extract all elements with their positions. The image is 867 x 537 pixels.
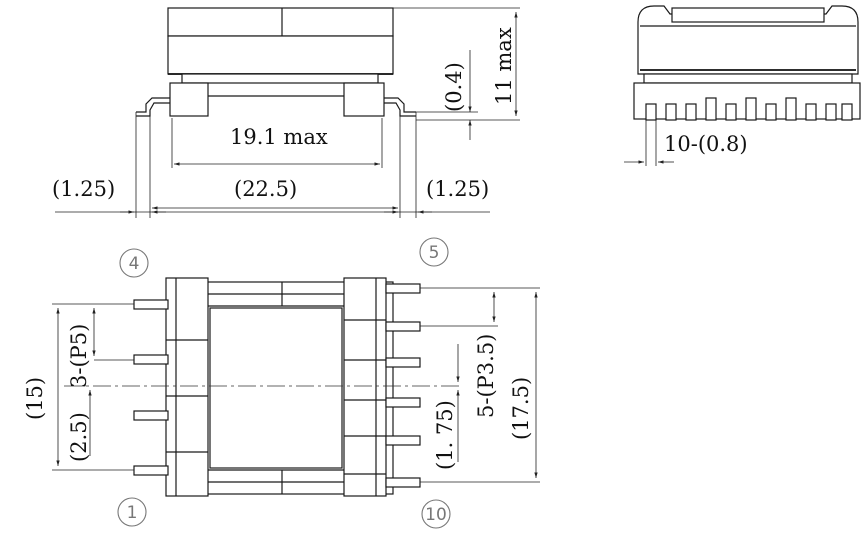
bottom-view: (15) 3-(P5) (2.5) 5-(P3.5) (1. 75) (17.5… [23, 237, 540, 529]
dim-right-offset: (1. 75) [433, 400, 457, 470]
dim-height-max: 11 max [492, 27, 516, 105]
front-view: 19.1 max (22.5) (1.25) (1.25) (0.4) 11 m… [52, 7, 520, 218]
side-core-top [671, 7, 825, 23]
bottom-right-pins [385, 283, 421, 488]
dim-width-max: 19.1 max [230, 125, 328, 149]
pin5-circle [419, 237, 449, 267]
pin5-label: 5 [429, 243, 440, 263]
bottom-left-pins [133, 299, 169, 476]
front-right-lead [384, 97, 416, 117]
side-core [637, 5, 859, 75]
dim-pin-width: 10-(0.8) [664, 132, 748, 156]
side-pins [645, 97, 853, 121]
front-body [167, 35, 394, 75]
bottom-right-bobbin [343, 277, 387, 497]
dim-left-pitch: 3-(P5) [67, 324, 91, 388]
front-left-lead [136, 97, 170, 117]
dim-standoff: (0.4) [442, 62, 466, 112]
pin10-circle [421, 499, 451, 529]
front-left-block [169, 82, 209, 117]
dim-lead-left: (1.25) [52, 177, 115, 201]
front-right-block [343, 82, 385, 117]
pin4-label: 4 [129, 254, 140, 274]
bottom-window [209, 307, 343, 469]
front-base [181, 73, 379, 84]
dim-right-span: (17.5) [509, 377, 533, 440]
dim-left-offset: (2.5) [67, 412, 91, 462]
side-view: 10-(0.8) [624, 5, 861, 166]
pin1-circle [117, 497, 147, 527]
pin1-label: 1 [127, 503, 138, 523]
dim-pitch-total: (22.5) [234, 177, 297, 201]
pin10-label: 10 [425, 505, 447, 525]
bottom-left-bobbin [165, 277, 209, 497]
dim-left-span: (15) [23, 377, 47, 420]
side-base [643, 73, 853, 84]
dim-lead-right: (1.25) [426, 177, 489, 201]
dim-right-pitch: 5-(P3.5) [474, 334, 498, 418]
pin4-circle [119, 248, 149, 278]
front-top-core [167, 7, 394, 37]
